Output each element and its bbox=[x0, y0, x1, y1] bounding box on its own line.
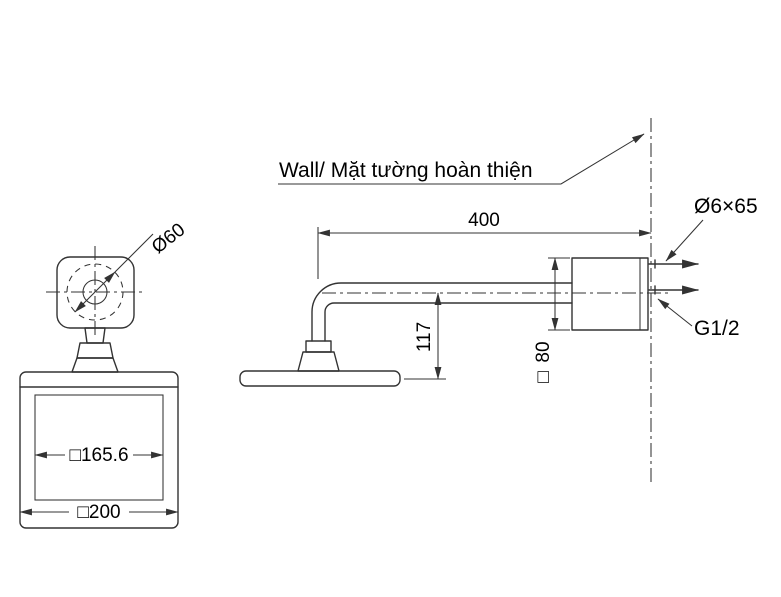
wall-mount-box bbox=[571, 257, 649, 331]
front-view: Ø60 □165.6 □200 bbox=[19, 219, 189, 529]
dim-60-diameter-line bbox=[74, 271, 116, 313]
flange-circle bbox=[66, 263, 124, 321]
thread-size-label: G1/2 bbox=[694, 317, 740, 340]
head-mount-flare-side bbox=[297, 351, 340, 372]
wall-label: Wall/ Mặt tường hoàn thiện bbox=[279, 159, 533, 182]
thread-size-leader bbox=[657, 298, 693, 327]
dim-80-text: 80 bbox=[533, 341, 554, 362]
screw-size-leader bbox=[665, 219, 704, 262]
screw-size-label: Ø6×65 bbox=[694, 195, 758, 218]
shower-head-side bbox=[239, 370, 401, 387]
stem-nut-front bbox=[76, 342, 114, 359]
dim-165-text-mask bbox=[65, 444, 133, 464]
dim-60-leader bbox=[114, 233, 154, 273]
dim-117-text: 117 bbox=[414, 322, 435, 352]
dim-200-text-mask bbox=[69, 501, 129, 521]
dim-400-text: 400 bbox=[468, 210, 500, 231]
dim-60-text: Ø60 bbox=[148, 219, 189, 258]
dim-200-text: □200 bbox=[77, 502, 120, 523]
stem-flare-front bbox=[71, 357, 119, 373]
dim-165-text: □165.6 bbox=[69, 445, 128, 466]
arm-connector-nut-side bbox=[305, 340, 332, 353]
shower-arm-inner-edge bbox=[324, 302, 573, 342]
square-section-symbol: □ bbox=[533, 371, 554, 383]
side-view: Wall/ Mặt tường hoàn thiện 400 bbox=[239, 118, 758, 482]
wall-leader-line bbox=[278, 133, 645, 185]
shower-arm-outer-edge bbox=[311, 282, 573, 342]
spray-face-inner-square bbox=[34, 394, 164, 501]
shower-head-front-outline bbox=[19, 371, 179, 529]
